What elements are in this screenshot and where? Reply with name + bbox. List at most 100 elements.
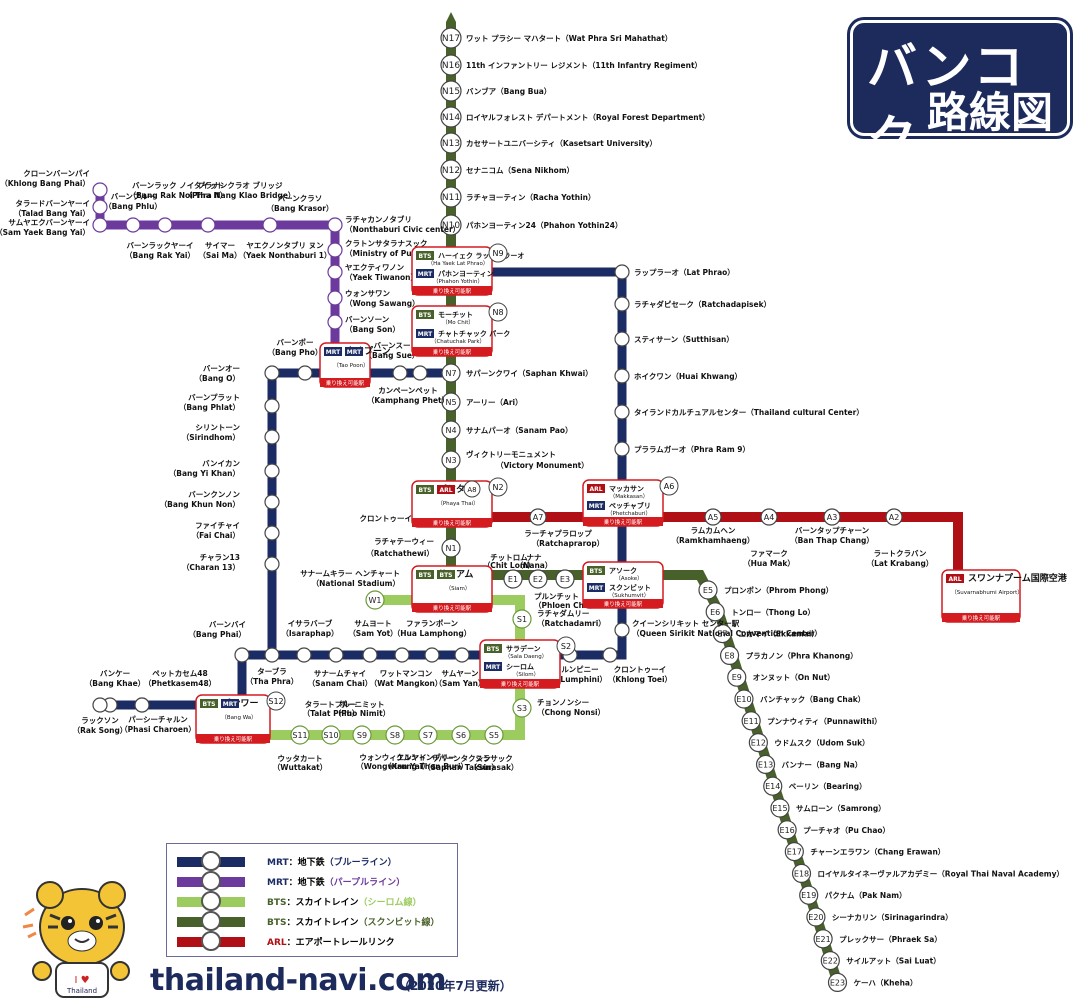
station-label-n7: サパーンクワイ（Saphan Khwai） xyxy=(466,368,593,378)
station-code-n14: N14 xyxy=(442,113,460,123)
interchange-name-en: （Chatuchak Park） xyxy=(431,338,485,345)
station-dot-mrt-blue-11 xyxy=(328,647,344,663)
station-dot-mrt-blue-18 xyxy=(614,622,630,638)
station-dot-purple-3 xyxy=(125,217,141,233)
interchange-code-dot xyxy=(266,691,286,711)
legend-line-name: （ブルーライン） xyxy=(324,858,397,868)
system-badge xyxy=(416,269,434,278)
interchange-note: 乗り換え可能駅 xyxy=(326,379,365,387)
station-label-mrt-blue-2: バーンプラット xyxy=(188,392,240,402)
station-label-en-mrt-blue-13: （Wat Mangkon） xyxy=(370,678,443,688)
station-dot-purple-13 xyxy=(327,290,343,306)
interchange-name-en: （Suvarnabhumi Airport） xyxy=(951,589,1023,596)
system-badge-text: BTS xyxy=(203,701,216,708)
station-label-en-s6: （Saphan Taksin） xyxy=(423,762,499,772)
station-dot-purple-5 xyxy=(200,217,216,233)
station-label-purple-4: バーンラック ノイタイット xyxy=(132,180,224,190)
station-dot-e11 xyxy=(741,711,761,731)
station-dot-mrt-blue-3 xyxy=(264,429,280,445)
station-label-purple-13: ウォンサワン xyxy=(345,289,390,298)
station-dot-n17 xyxy=(440,27,462,49)
station-label-purple-0: クローンバーンパイ xyxy=(23,168,90,178)
station-label-arl-khlong-toei: クロントゥーイ xyxy=(360,513,413,523)
system-badge xyxy=(416,251,434,260)
station-code-a3: A3 xyxy=(827,513,838,522)
station-code-e17: E17 xyxy=(787,848,802,857)
system-badge xyxy=(587,484,605,493)
interchange-name: サラデーン xyxy=(506,644,541,653)
station-label-en-n3: （Victory Monument） xyxy=(496,460,589,470)
station-dot-purple-0 xyxy=(92,182,108,198)
station-dot-n15 xyxy=(440,80,462,102)
interchange-name-en: （Sukhumvit） xyxy=(609,592,649,599)
station-label-purple-2: サムヤエクバーンヤーイ xyxy=(8,217,90,227)
station-dot-mrt-east-1 xyxy=(614,296,630,312)
station-label-en-mrt-blue-9: （Tha Phra） xyxy=(246,676,299,686)
legend-text: BTS：スカイトレイン（スクンビット線） xyxy=(267,915,440,928)
interchange-code: A8 xyxy=(467,486,476,494)
system-badge xyxy=(587,583,605,592)
station-dot-e20 xyxy=(806,907,826,927)
bts-sukhumvit-arrow xyxy=(446,12,456,22)
station-dot-mrt-blue-8 xyxy=(234,647,250,663)
system-badge-text: BTS xyxy=(419,487,432,494)
station-dot-mrt-blue-24 xyxy=(134,697,150,713)
station-label-n13: カセサートユニバーシティ（Kasetsart University） xyxy=(466,138,657,148)
interchange-note: 乗り換え可能駅 xyxy=(214,735,253,743)
station-dot-e21 xyxy=(813,929,833,949)
station-dot-e23 xyxy=(827,972,848,993)
station-label-e16: プーチャオ（Pu Chao） xyxy=(803,825,890,835)
system-badge-text: MRT xyxy=(223,701,238,708)
station-label-purple-14: バーンソーン xyxy=(345,315,390,324)
interchange-name: スクンビット xyxy=(609,583,651,592)
station-dot-s5 xyxy=(484,725,504,745)
interchange-code-dot xyxy=(556,636,576,656)
interchange-name: スワンナプーム国際空港 xyxy=(968,572,1068,584)
interchange-name: シーロム xyxy=(506,663,534,671)
station-label-e6: トンロー（Thong Lo） xyxy=(731,607,815,617)
legend-text: BTS：スカイトレイン（シーロム線） xyxy=(267,895,422,908)
station-label-a7: ラーチャプラロップ xyxy=(524,528,592,538)
station-label-en-mrt-blue-18: （Queen Sirikit National Convention Cente… xyxy=(632,628,822,638)
station-dot-purple-1 xyxy=(92,199,108,215)
legend-row: MRT：地下鉄（ブルーライン） xyxy=(177,851,457,871)
station-label-en-purple-3: （Bang Phlu） xyxy=(104,201,162,211)
station-label-en-a4: （Hua Mak） xyxy=(743,558,795,568)
system-badge xyxy=(324,347,342,356)
station-label-mrt-blue-4: バンイカン xyxy=(202,459,240,468)
interchange-name-en: （Silom） xyxy=(513,671,539,678)
station-code-e21: E21 xyxy=(815,935,830,944)
station-dot-mrt-east-2 xyxy=(614,331,630,347)
station-label-mrt-blue-17: クロントゥーイ xyxy=(614,664,667,674)
system-badge xyxy=(221,699,239,708)
station-label-en-mrt-blue-16: （Lumphini） xyxy=(553,674,607,684)
station-label-en-w1: （National Stadium） xyxy=(312,578,400,588)
station-label-en-mrt-blue-8: （Bang Phai） xyxy=(188,629,246,639)
station-label-e2: ナナ xyxy=(527,553,542,562)
interchange-name-en: （Phetchaburi） xyxy=(607,510,651,517)
station-label-mrt-blue-11: サナームチャイ xyxy=(314,669,366,678)
station-dot-e15 xyxy=(770,798,790,818)
station-dot-e19 xyxy=(799,885,819,905)
station-label-en-e2: （Nana） xyxy=(516,560,553,570)
station-code-e2: E2 xyxy=(533,575,543,584)
interchange-note: 乗り換え可能駅 xyxy=(604,600,643,608)
station-label-en-s11: （Wuttakat） xyxy=(273,762,327,772)
interchange-code: S12 xyxy=(268,697,283,706)
station-label-mrt-blue-7: チャラン13 xyxy=(200,553,240,562)
station-dot-e13 xyxy=(755,754,776,775)
station-dot-n11 xyxy=(440,186,462,208)
station-dot-mrt-blue-5 xyxy=(264,494,280,510)
station-label-mrt-blue-8: バーンバイ xyxy=(209,620,246,629)
svg-text:Thailand: Thailand xyxy=(66,987,97,995)
station-label-en-mrt-blue-11: （Sanam Chai） xyxy=(308,678,373,688)
interchange-note: 乗り換え可能駅 xyxy=(433,287,472,295)
station-code-s11: S11 xyxy=(292,731,307,740)
station-label-mrt-blue-21: バンケー xyxy=(100,669,130,678)
station-dot-mrt-blue-10 xyxy=(296,647,312,663)
station-code-n16: N16 xyxy=(442,61,460,71)
